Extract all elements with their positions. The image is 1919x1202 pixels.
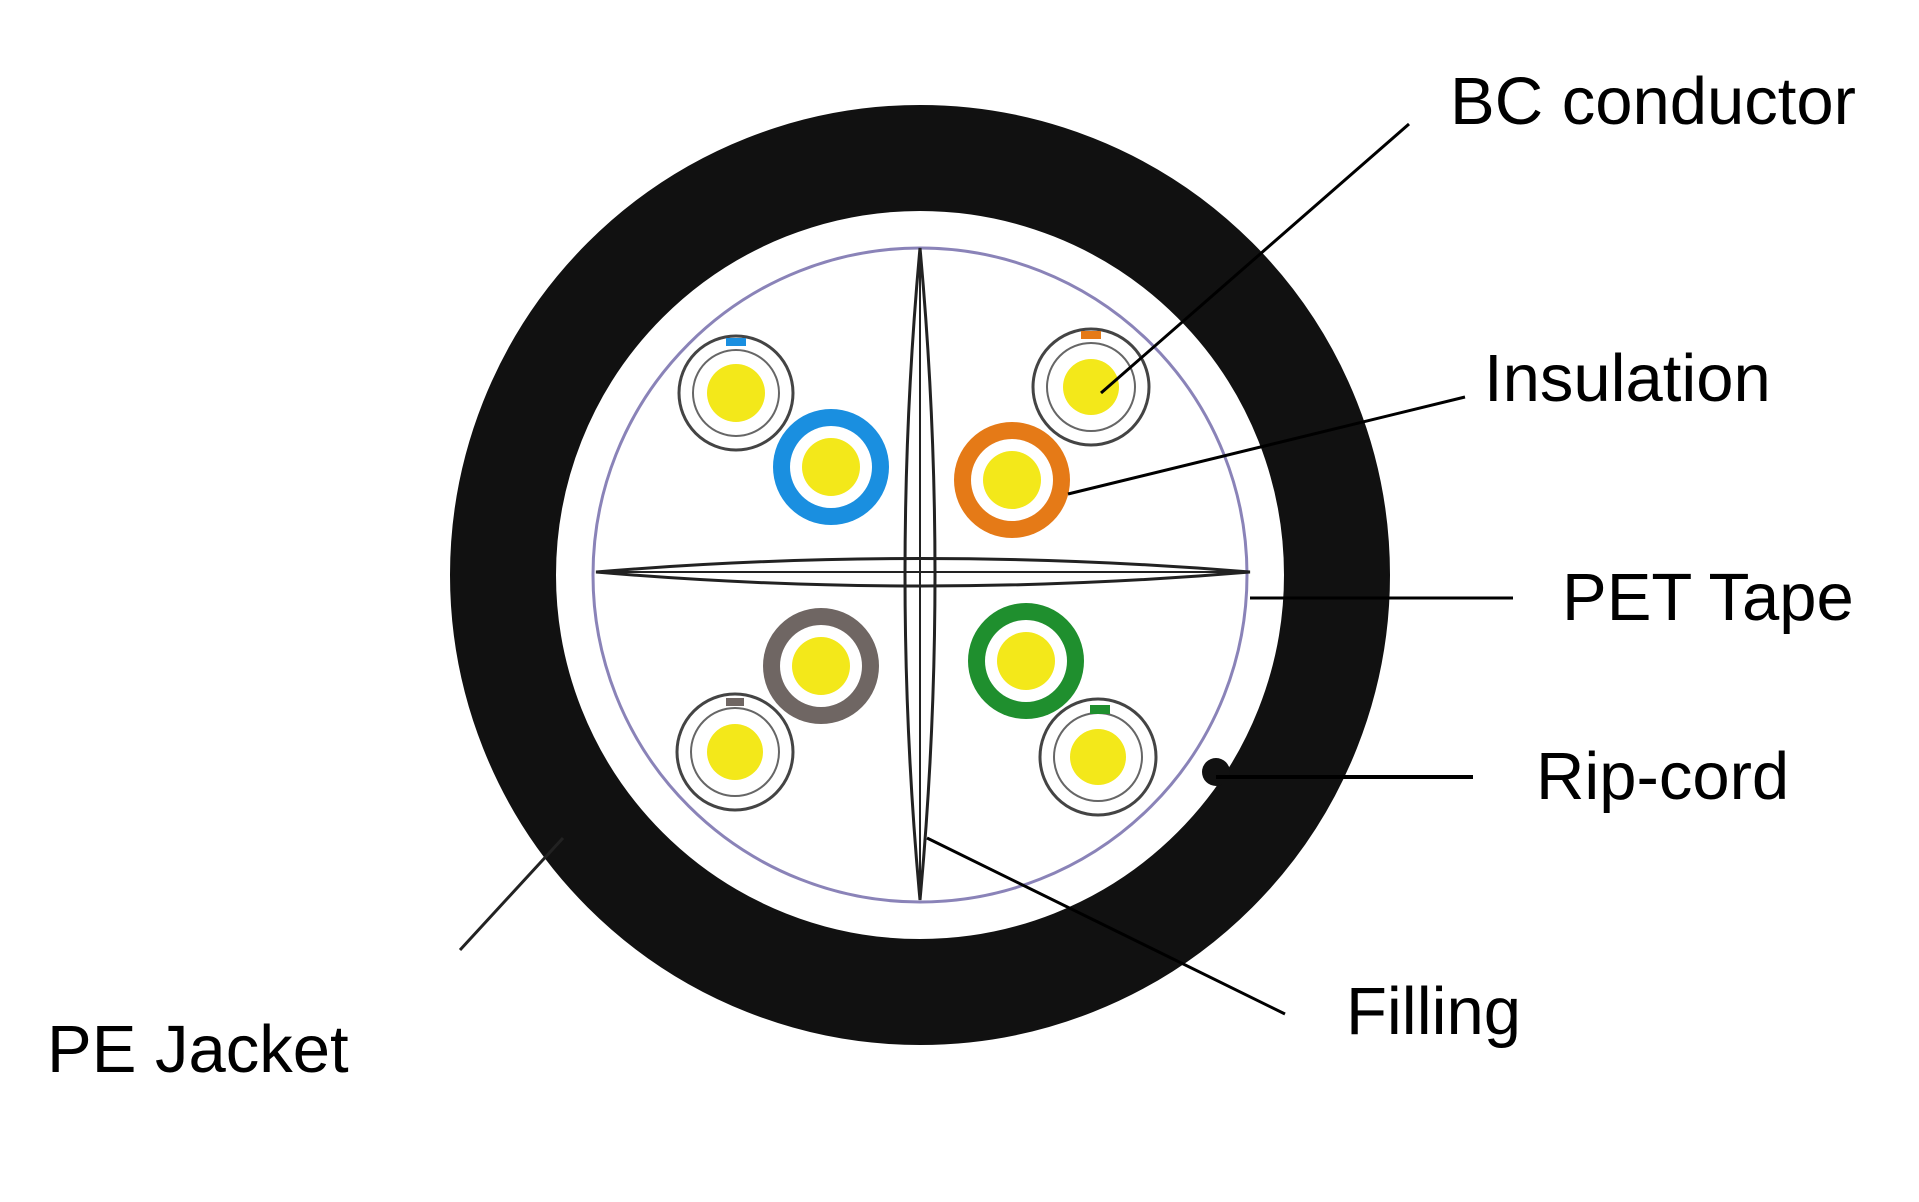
stripe-green (1090, 705, 1110, 714)
leader-filling (926, 836, 1286, 1016)
pair-blue (677, 334, 889, 525)
rip-cord-dot (1202, 758, 1230, 786)
insulation-label: Insulation (1484, 341, 1771, 416)
pair-green (968, 603, 1158, 817)
leader-bc-conductor (1100, 122, 1410, 395)
stripe-orange (1081, 331, 1101, 339)
filling-label: Filling (1346, 974, 1521, 1049)
pe-jacket-label: PE Jacket (47, 1012, 349, 1087)
leader-insulation (1067, 395, 1466, 496)
stripe-blue (726, 338, 746, 346)
leader-pe-jacket (458, 836, 565, 952)
pair-orange (954, 327, 1151, 538)
bc-conductor-label: BC conductor (1450, 64, 1856, 139)
pet-tape-label: PET Tape (1562, 560, 1854, 635)
rip-cord-label: Rip-cord (1536, 739, 1790, 814)
pe-jacket-ring (450, 105, 1390, 1045)
pair-brown (675, 608, 879, 812)
stripe-brown (726, 698, 744, 706)
